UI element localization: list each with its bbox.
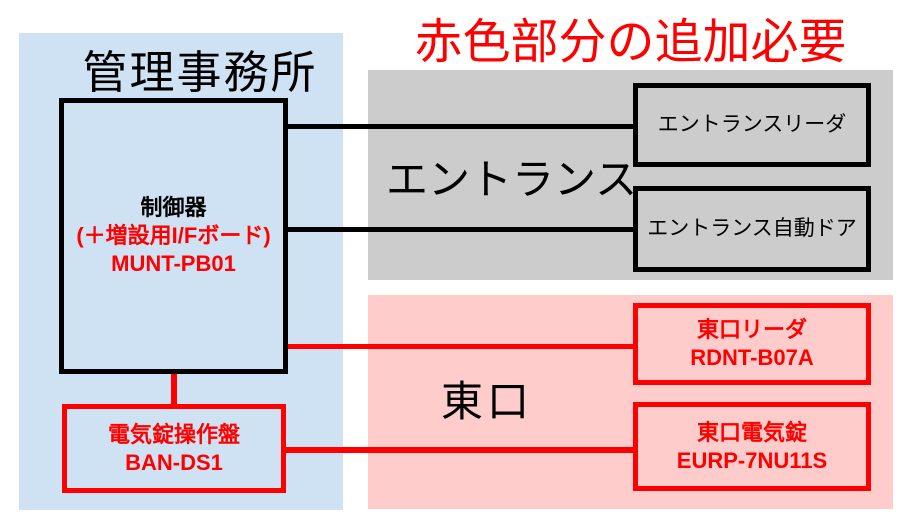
east-reader-name: 東口リーダ: [696, 317, 807, 342]
office-region-label: 管理事務所: [82, 47, 318, 98]
east-lock-box: 東口電気錠 EURP-7NU11S: [633, 402, 871, 491]
controller-addon: (＋増設用I/Fボード): [76, 223, 271, 248]
connector-controller-to-east-reader: [287, 344, 633, 349]
entrance-door-box: エントランス自動ドア: [633, 186, 871, 272]
lock-panel-box: 電気錠操作盤 BAN-DS1: [62, 404, 286, 493]
east-region-label: 東口: [441, 378, 534, 425]
entrance-reader-name: エントランスリーダ: [657, 113, 847, 136]
connector-lock-panel-to-east-lock: [285, 447, 633, 453]
east-lock-model: EURP-7NU11S: [676, 447, 828, 473]
east-reader-box: 東口リーダ RDNT-B07A: [633, 303, 871, 385]
entrance-reader-box: エントランスリーダ: [633, 83, 871, 167]
connector-controller-to-entrance-door: [287, 227, 633, 232]
connector-controller-to-lock-panel: [171, 372, 177, 406]
connector-controller-to-entrance-reader: [287, 124, 633, 129]
east-reader-model: RDNT-B07A: [690, 345, 814, 370]
controller-model: MUNT-PB01: [111, 251, 236, 276]
highlight-note-title: 赤色部分の追加必要: [414, 16, 847, 69]
controller-name: 制御器: [140, 195, 207, 220]
entrance-region-label: エントランス: [386, 156, 638, 203]
entrance-door-name: エントランス自動ドア: [647, 217, 857, 240]
lock-panel-name: 電気錠操作盤: [107, 421, 240, 447]
lock-panel-model: BAN-DS1: [125, 449, 223, 475]
east-lock-name: 東口電気錠: [696, 419, 807, 445]
controller-box: 制御器 (＋増設用I/Fボード) MUNT-PB01: [59, 98, 288, 374]
